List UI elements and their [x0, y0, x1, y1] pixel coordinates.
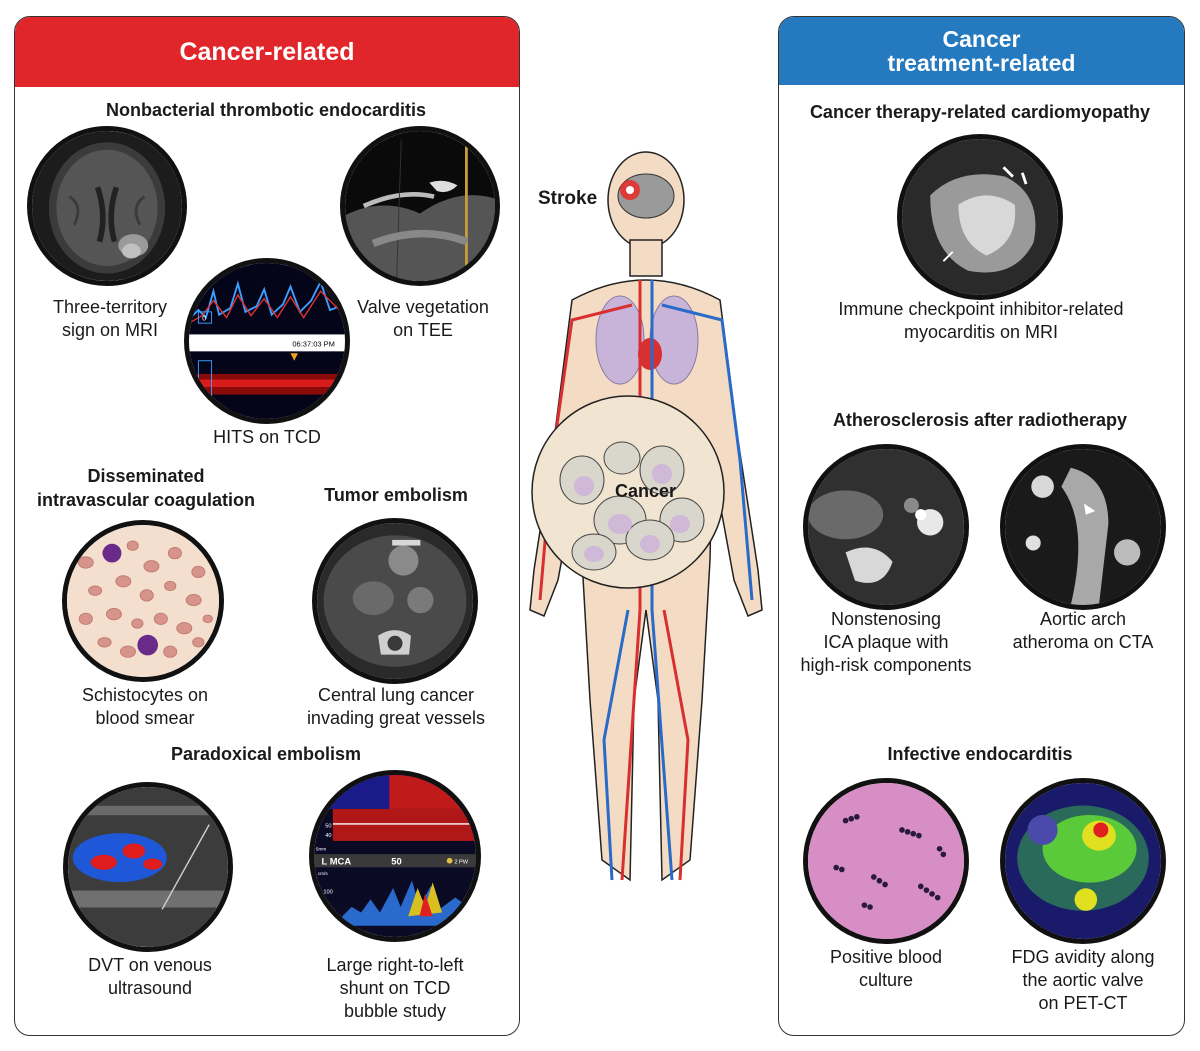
tcd-caption: HITS on TCD: [213, 427, 321, 447]
tcd-hits-image: 06:37:03 PM 0: [184, 258, 350, 424]
smear-caption: Schistocytes on blood smear: [81, 685, 209, 728]
brain-mri-image: [27, 126, 187, 286]
pet-caption: FDG avidity along the aortic valve on PE…: [1011, 947, 1155, 1013]
tcd-vessel-label: L MCA: [322, 855, 352, 866]
arch-caption: Aortic arch atheroma on CTA: [1012, 609, 1154, 652]
tcd-tick-50: 50: [325, 824, 331, 830]
cancer-label: Cancer: [615, 481, 677, 501]
infective-endocarditis-title: Infective endocarditis: [887, 744, 1073, 764]
cardiomyopathy-title: Cancer therapy-related cardiomyopathy: [809, 102, 1151, 122]
blood-culture-image: [803, 778, 969, 944]
cardiac-mri-image: [897, 134, 1063, 300]
tee-caption: Valve vegetation on TEE: [357, 297, 489, 340]
lung-ct-image: [312, 518, 478, 684]
tcd-box-text: 0: [202, 313, 206, 322]
ct-caption: Central lung cancer invading great vesse…: [306, 685, 486, 728]
tcd-bubble-image: 50 40 5mm L MCA 50 2 PW cm/s 100: [309, 770, 481, 942]
tcd-units-text: cm/s: [318, 871, 329, 876]
paradoxical-embolism-title: Paradoxical embolism: [170, 744, 362, 764]
pet-ct-image: [1000, 778, 1166, 944]
shunt-caption: Large right-to-left shunt on TCD bubble …: [326, 955, 464, 1021]
atherosclerosis-title: Atherosclerosis after radiotherapy: [832, 410, 1128, 430]
tee-echo-image: [340, 126, 500, 286]
dic-title: Disseminated intravascular coagulation: [36, 466, 256, 510]
tumor-embolism-title: Tumor embolism: [324, 485, 468, 505]
nbte-title: Nonbacterial thrombotic endocarditis: [105, 100, 427, 120]
human-body-figure: [529, 151, 763, 882]
tcd-tick-40: 40: [325, 833, 331, 839]
blood-smear-image: [62, 520, 224, 682]
tcd-mm-text: 5mm: [316, 846, 327, 851]
treatment-related-header: Cancer treatment-related: [779, 17, 1184, 85]
cardiac-mri-caption: Immune checkpoint inhibitor-related myoc…: [838, 299, 1124, 342]
tcd-depth-label: 50: [391, 855, 401, 866]
cancer-related-header: Cancer-related: [15, 17, 519, 87]
tcd-tick-100: 100: [323, 890, 332, 896]
ica-plaque-image: [803, 444, 969, 610]
aortic-arch-cta-image: [1000, 444, 1166, 610]
stroke-label: Stroke: [538, 188, 598, 209]
tcd-mode-label: 2 PW: [454, 860, 468, 866]
dvt-ultrasound-image: [63, 782, 233, 952]
culture-caption: Positive blood culture: [829, 947, 943, 990]
mri-caption: Three-territory sign on MRI: [52, 297, 168, 340]
tcd-time-text: 06:37:03 PM: [292, 340, 335, 349]
ica-caption: Nonstenosing ICA plaque with high-risk c…: [800, 609, 972, 675]
dvt-caption: DVT on venous ultrasound: [88, 955, 212, 998]
